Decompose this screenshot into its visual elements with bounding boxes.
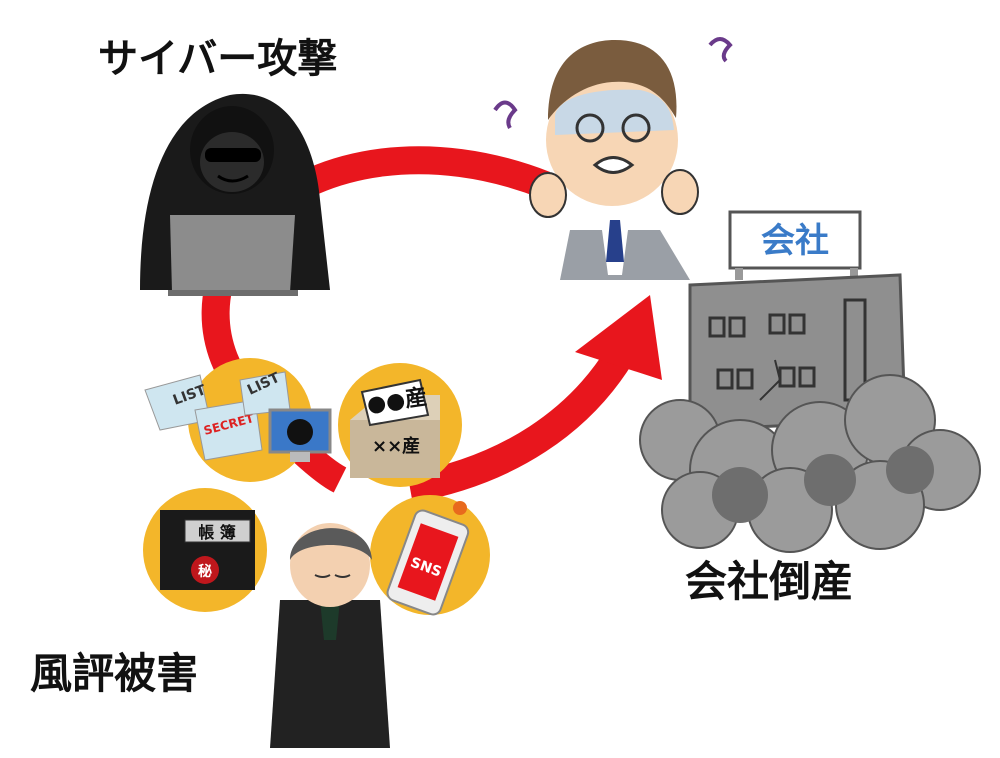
bubble-smartphone: SNS bbox=[370, 495, 490, 616]
panicked-businessman bbox=[493, 37, 733, 280]
collapsing-building: 会社 bbox=[639, 210, 981, 553]
building-sign-board bbox=[728, 210, 862, 270]
bubble-ledger: 帳 簿 秘 bbox=[143, 488, 267, 612]
laptop bbox=[170, 215, 295, 292]
bankruptcy-label: 会社倒産 bbox=[685, 557, 854, 606]
rumor-bubbles: LIST SECRET LIST ●●産 ××産 帳 簿 秘 bbox=[143, 358, 490, 748]
svg-text:秘: 秘 bbox=[198, 563, 212, 580]
bubble-documents: LIST SECRET LIST bbox=[144, 358, 332, 482]
cyber-attack-label: サイバー攻撃 bbox=[98, 36, 338, 82]
bubble-origin-box: ●●産 ××産 bbox=[338, 363, 462, 487]
hacker-figure bbox=[140, 93, 330, 296]
reputation-damage-label: 風評被害 bbox=[30, 649, 199, 698]
apologizing-businessman bbox=[270, 523, 390, 748]
building-sign-text: 会社 bbox=[761, 221, 829, 261]
svg-text:××産: ××産 bbox=[372, 435, 420, 457]
arrow-head bbox=[575, 295, 662, 380]
svg-text:帳 簿: 帳 簿 bbox=[198, 523, 236, 542]
